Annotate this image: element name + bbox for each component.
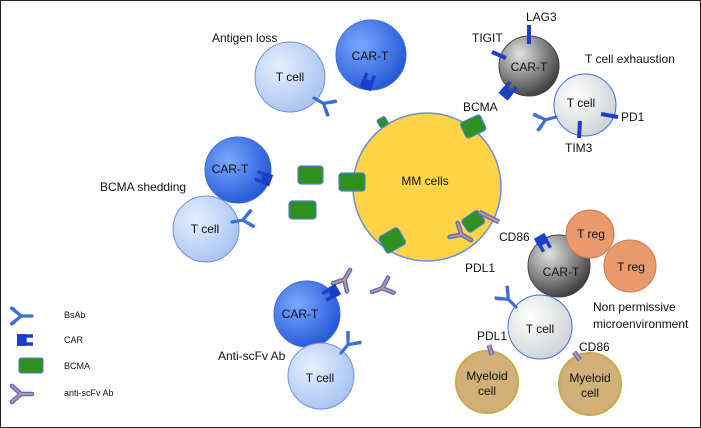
cd86-ligand bbox=[478, 210, 500, 224]
car-t-label: CAR-T bbox=[352, 49, 389, 63]
bcma-label: BCMA bbox=[463, 100, 498, 114]
legend: BsAb CAR BCMA anti-scFv Ab bbox=[8, 306, 114, 402]
car-t-label: CAR-T bbox=[511, 60, 548, 74]
car-t-label: CAR-T bbox=[212, 162, 249, 176]
pdl1-label: PDL1 bbox=[465, 261, 495, 275]
myeloid-label: Myeloid bbox=[466, 369, 507, 383]
t-reg-label: T reg bbox=[577, 227, 605, 241]
pd1-label: PD1 bbox=[621, 110, 645, 124]
pdl1-ligand bbox=[487, 344, 494, 356]
cd86-label: CD86 bbox=[499, 230, 530, 244]
legend-bcma-label: BCMA bbox=[64, 361, 90, 371]
t-cell bbox=[254, 41, 326, 113]
car-t-label: CAR-T bbox=[282, 307, 319, 321]
bcma-shedding-label: BCMA shedding bbox=[100, 180, 186, 194]
bcma-protein bbox=[338, 172, 366, 192]
t-cell bbox=[172, 195, 240, 263]
tim3-label: TIM3 bbox=[565, 141, 593, 155]
car-t-cell bbox=[204, 136, 272, 204]
myeloid-cell bbox=[455, 350, 519, 414]
t-cell-label: T cell bbox=[526, 322, 554, 336]
t-cell-label: T cell bbox=[191, 222, 219, 236]
t-reg-cell bbox=[603, 239, 657, 293]
tigit-label: TIGIT bbox=[472, 31, 503, 45]
bcma-protein bbox=[378, 227, 407, 254]
myeloid-cell bbox=[558, 352, 622, 416]
legend-bsab-label: BsAb bbox=[64, 310, 86, 320]
t-cell bbox=[553, 73, 617, 137]
cd86-ligand bbox=[573, 351, 581, 361]
anti-scfv-ab-label: Anti-scFv Ab bbox=[218, 349, 286, 363]
shed-bcma bbox=[288, 165, 366, 220]
microenvironment-label: microenvironment bbox=[593, 317, 689, 331]
tigit-receptor bbox=[491, 50, 507, 60]
t-cell-label: T cell bbox=[306, 371, 334, 385]
antigen-loss-label: Antigen loss bbox=[212, 31, 277, 45]
pd1-receptor bbox=[600, 112, 619, 119]
legend-car-label: CAR bbox=[64, 335, 84, 345]
t-reg-cell bbox=[565, 209, 615, 259]
t-cell bbox=[507, 294, 573, 360]
t-reg-label: T reg bbox=[617, 260, 645, 274]
t-cell bbox=[287, 342, 355, 410]
bcma-protein bbox=[460, 114, 487, 139]
myeloid-cell-label: cell bbox=[478, 384, 496, 398]
mm-cells-label: MM cells bbox=[401, 174, 448, 188]
myeloid-label: Myeloid bbox=[569, 371, 610, 385]
t-cell-exhaustion-label: T cell exhaustion bbox=[585, 52, 675, 66]
t-cell-label: T cell bbox=[567, 96, 595, 110]
bcma-protein bbox=[288, 200, 317, 220]
bcma-protein bbox=[297, 165, 324, 185]
cd86-label: CD86 bbox=[579, 340, 610, 354]
t-cell-label: T cell bbox=[276, 70, 304, 84]
legend-bcma-icon bbox=[18, 357, 44, 374]
bcma-on-mm-cell bbox=[376, 114, 487, 254]
bcma-protein bbox=[376, 116, 389, 129]
myeloid-cell-label: cell bbox=[581, 386, 599, 400]
non-permissive-label: Non permissive bbox=[593, 300, 676, 314]
legend-antiscfv-label: anti-scFv Ab bbox=[64, 388, 114, 398]
pdl1-label: PDL1 bbox=[477, 329, 507, 343]
lag3-label: LAG3 bbox=[526, 10, 557, 24]
tim3-receptor bbox=[577, 120, 582, 139]
car-t-label: CAR-T bbox=[543, 265, 580, 279]
